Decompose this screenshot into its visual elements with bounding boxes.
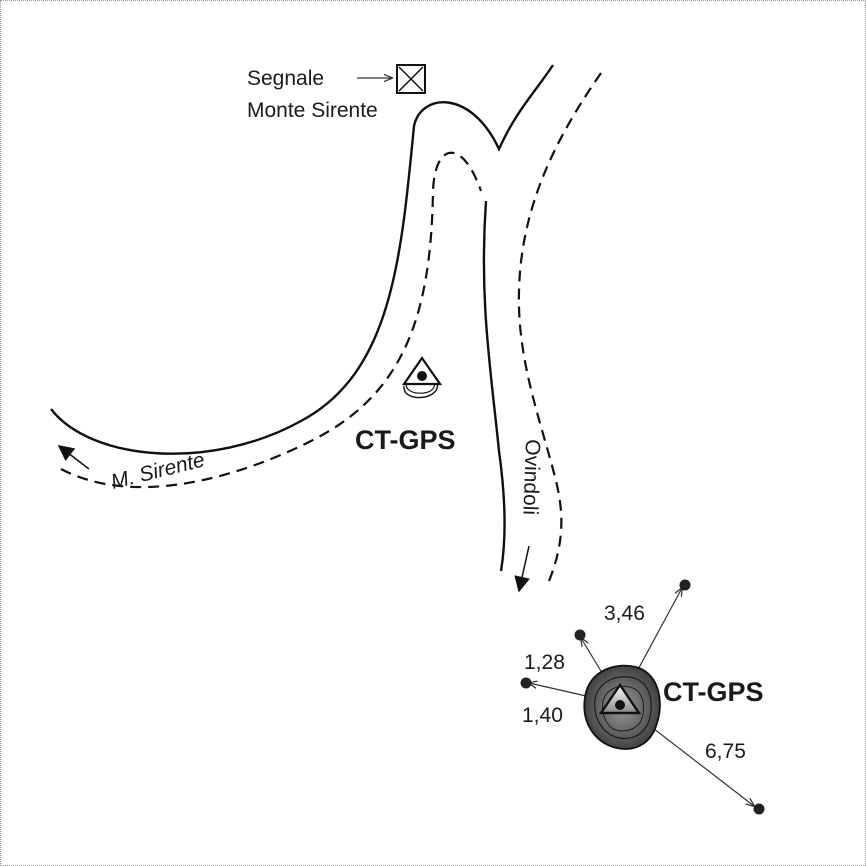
distance-label-6-75: 6,75	[705, 740, 746, 763]
triangle-benchmark-icon	[401, 356, 443, 399]
ovindoli-direction-arrow	[514, 545, 530, 593]
distance-label-3-46: 3,46	[604, 602, 645, 625]
distance-label-1-40: 1,40	[522, 704, 563, 727]
survey-point-icon	[574, 629, 586, 641]
road-edge-solid-ovindoli	[482, 200, 506, 572]
ovindoli-road-label: Ovindoli	[518, 439, 544, 516]
road-edge-dashed	[60, 151, 483, 489]
lower-station: 3,46 1,28 1,40 6,75 CT-GPS	[520, 579, 765, 815]
road-edge-solid	[50, 64, 555, 455]
survey-point-icon	[679, 579, 691, 591]
signal-label-line2: Monte Sirente	[247, 99, 378, 122]
boxed-x-signal-icon	[396, 64, 426, 94]
sirente-direction-arrow	[57, 445, 90, 470]
upper-station-label: CT-GPS	[355, 425, 456, 455]
survey-point-icon	[520, 677, 532, 689]
distance-label-1-28: 1,28	[524, 651, 565, 674]
survey-point-icon	[753, 803, 765, 815]
triangle-benchmark-icon	[598, 682, 642, 715]
signal-marker: Segnale Monte Sirente	[247, 64, 426, 122]
upper-station: CT-GPS	[355, 356, 456, 455]
road-edge-dashed-ovindoli	[517, 72, 602, 582]
signal-label-line1: Segnale	[247, 67, 324, 90]
lower-station-label: CT-GPS	[663, 677, 764, 707]
road-network	[50, 64, 602, 593]
